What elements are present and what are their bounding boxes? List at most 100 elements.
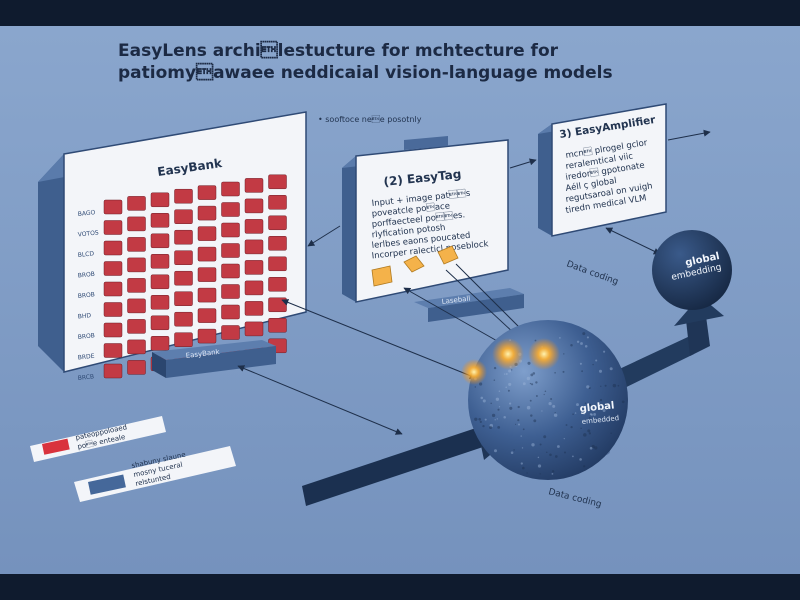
sphere-speckle-dot	[553, 413, 558, 417]
sphere-speckle-dot	[537, 456, 540, 459]
easybank-image-tile	[174, 291, 193, 306]
sphere-texture	[474, 332, 625, 475]
sphere-speckle-dot	[490, 402, 492, 405]
easybank-image-tile	[150, 213, 170, 228]
connector-easytag-to-easyamplifier	[509, 158, 537, 169]
sphere-speckle-dot	[537, 464, 542, 468]
sphere-speckle-dot	[554, 455, 558, 458]
sphere-speckle-dot	[474, 417, 478, 421]
sphere-speckle-dot	[574, 412, 577, 414]
sphere-speckle-dot	[503, 373, 506, 375]
sphere-speckle-dot	[531, 383, 534, 386]
sphere-speckle-dot	[576, 340, 580, 344]
sphere-speckle-dot	[584, 402, 587, 404]
easybank-image-tile	[127, 298, 146, 314]
easybank-image-tile	[127, 360, 146, 375]
sphere-speckle-dot	[589, 413, 592, 416]
sphere-label-line1: global	[579, 400, 615, 415]
sphere-speckle-dot	[588, 416, 591, 419]
easybank-image-tile	[174, 311, 193, 327]
sphere-speckle-dot	[522, 428, 525, 431]
easybank-panel-side	[38, 154, 64, 372]
sphere-speckle-dot	[541, 410, 543, 412]
easybank-image-tile	[244, 239, 264, 255]
sphere-speckle-dot	[548, 401, 552, 406]
sphere-speckle-dot	[550, 398, 553, 400]
sphere-speckle-dot	[591, 444, 595, 449]
easybank-image-tile	[197, 205, 217, 221]
easybank-image-tile	[103, 220, 123, 235]
sphere-speckle-dot	[552, 404, 556, 408]
easybank-row-label: VOTOS	[77, 229, 99, 238]
easybank-image-tile	[244, 178, 264, 193]
node-body	[652, 230, 732, 310]
easybank-image-tile	[221, 304, 240, 320]
sphere-speckle-dot	[554, 372, 556, 374]
easybank-image-tile	[174, 270, 193, 286]
easybank-row-label: BRDE	[77, 353, 95, 362]
sphere-speckle-dot	[570, 425, 573, 429]
sphere-speckle-dot	[535, 381, 538, 384]
sphere-speckle-dot	[526, 376, 531, 381]
easybank-row-label: BLCD	[77, 250, 94, 259]
sphere-speckle-dot	[493, 379, 496, 381]
sphere-speckle-dot	[498, 406, 501, 408]
sphere-speckle-dot	[579, 362, 582, 365]
flow-arrow-up-head	[674, 296, 724, 326]
easybank-image-tile	[221, 263, 240, 279]
easybank-image-tile	[244, 321, 264, 337]
easybank-image-tile	[127, 278, 146, 293]
sphere-speckle-dot	[572, 455, 574, 458]
sphere-speckle-dot	[572, 413, 574, 415]
sphere-speckle-dot	[517, 405, 520, 409]
easybank-image-tile	[268, 236, 287, 251]
easybank-base-front	[166, 346, 276, 378]
sphere-speckle-dot	[609, 367, 613, 371]
sphere-speckle-dot	[527, 361, 531, 365]
sphere-speckle-dot	[539, 473, 541, 475]
sphere-speckle-dot	[507, 389, 510, 392]
sphere-speckle-dot	[494, 419, 496, 421]
easybank-image-tile	[268, 215, 287, 231]
easybank-image-tile	[244, 219, 264, 234]
easybank-image-tile	[174, 332, 193, 347]
sphere-speckle-dot	[546, 451, 548, 454]
sphere-speckle-dot	[474, 386, 477, 388]
sphere-speckle-dot	[556, 445, 560, 448]
easyamplifier-panel-face	[551, 103, 667, 237]
easybank-image-tile	[127, 237, 146, 252]
easybank-image-tile	[127, 196, 146, 211]
easybank-image-tile	[197, 287, 217, 303]
easybank-image-tile	[150, 295, 170, 310]
sphere-speckle-dot	[549, 453, 552, 457]
easybank-image-tile	[150, 336, 170, 351]
sphere-speckle-dot	[535, 395, 538, 397]
sphere-speckle-dot	[594, 446, 598, 450]
sphere-speckle-dot	[586, 385, 590, 389]
easybank-image-tile	[197, 328, 217, 344]
easybank-image-tile	[127, 319, 146, 334]
sphere-speckle-dot	[494, 449, 497, 453]
easybank-image-tile	[268, 174, 287, 190]
easybank-image-tile	[244, 198, 264, 214]
sphere-speckle-dot	[589, 446, 593, 450]
sphere-speckle-dot	[515, 423, 517, 425]
easybank-image-tile	[150, 192, 170, 208]
sphere-speckle-dot	[600, 385, 602, 387]
easytag-patch-icon-1	[371, 265, 393, 287]
sphere-speckle-dot	[521, 466, 525, 470]
sphere-label-line2: embedded	[581, 414, 619, 426]
easybank-image-tile	[244, 260, 264, 275]
easybank-base-block: EasyBank	[152, 340, 276, 378]
easybank-base-top	[152, 340, 276, 360]
sphere-speckle-dot	[497, 408, 500, 411]
sphere-speckle-dot	[565, 424, 568, 426]
sphere-speckle-dot	[603, 350, 606, 353]
easybank-image-tile	[268, 277, 287, 292]
global-embedding-node: global embedding	[652, 230, 732, 310]
connector-amplifier-to-node	[605, 227, 661, 255]
easybank-row-label: BRCB	[77, 373, 94, 382]
sphere-speckle-dot	[497, 425, 501, 429]
sphere-speckle-dot	[508, 369, 512, 373]
